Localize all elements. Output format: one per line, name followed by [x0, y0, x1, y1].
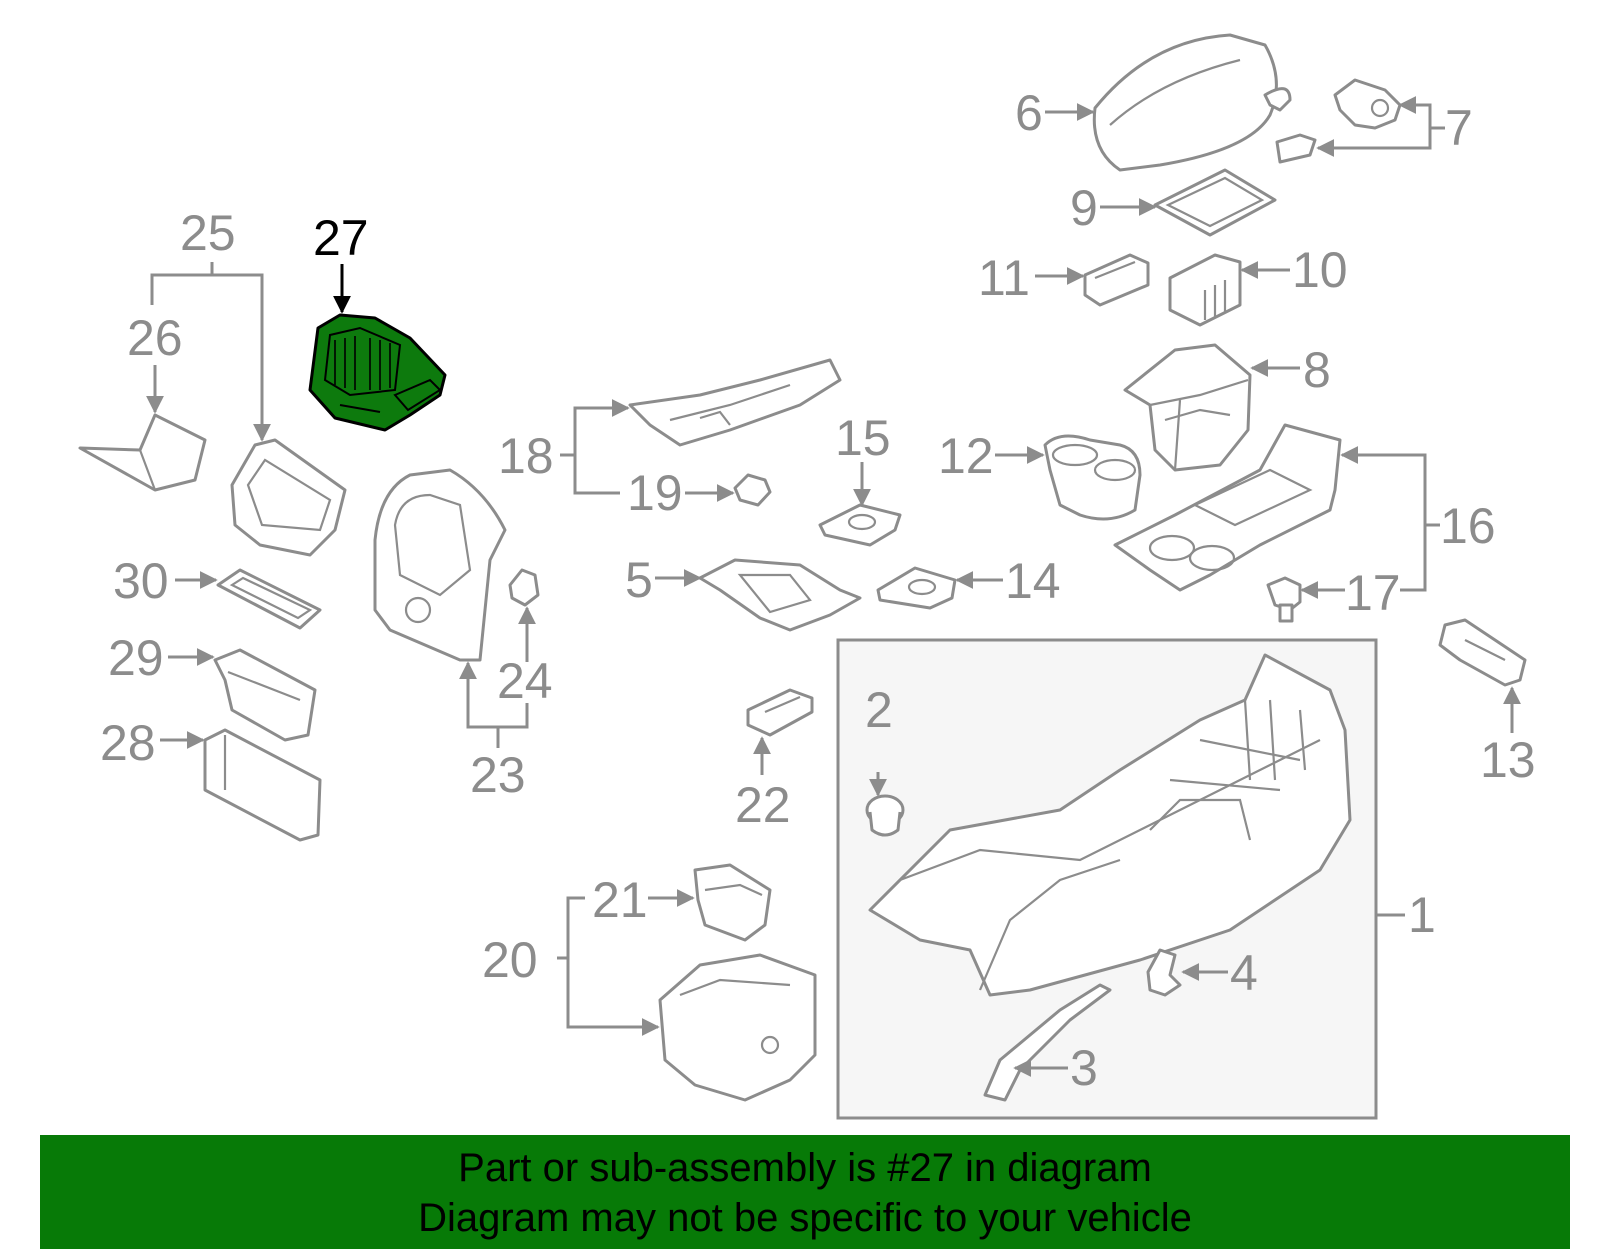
- callout-19: 19: [627, 465, 683, 521]
- leader-20a: [557, 896, 585, 960]
- part-5-bracket: [698, 558, 862, 632]
- callout-18: 18: [498, 428, 554, 484]
- leader-18a: [560, 399, 630, 457]
- part-6-armrest-lid: [1092, 33, 1292, 172]
- info-banner: Part or sub-assembly is #27 in diagram D…: [40, 1135, 1570, 1249]
- banner-line-1: Part or sub-assembly is #27 in diagram: [458, 1146, 1152, 1190]
- callout-14: 14: [1005, 553, 1061, 609]
- part-4-clip: [1146, 948, 1182, 997]
- callout-6: 6: [1015, 85, 1043, 141]
- part-19-clip: [733, 473, 772, 507]
- callout-24: 24: [497, 653, 553, 709]
- leader-18b: [573, 455, 620, 495]
- callout-10: 10: [1292, 242, 1348, 298]
- part-17-connector: [1266, 576, 1302, 623]
- callout-13: 13: [1480, 732, 1536, 788]
- part-10-usb-module: [1168, 253, 1242, 327]
- callout-12: 12: [938, 428, 994, 484]
- part-21-pocket: [693, 863, 772, 942]
- callout-8: 8: [1303, 342, 1331, 398]
- part-15-boot-plate: [818, 503, 902, 547]
- part-2-plug: [865, 794, 905, 837]
- part-27-highlighted[interactable]: [308, 313, 447, 432]
- leader-7b: [1316, 128, 1432, 157]
- callout-21: 21: [592, 872, 648, 928]
- callout-15: 15: [835, 410, 891, 466]
- callout-labels: 1 2 3 4 5 6 7 8 9 10 11 12 13 14 15 16 1…: [100, 85, 1536, 1096]
- callout-27: 27: [313, 210, 369, 266]
- callout-2: 2: [865, 682, 893, 738]
- part-9-mat: [1153, 168, 1277, 237]
- leader-16b: [1400, 525, 1427, 592]
- part-14-boot-plate: [876, 566, 957, 610]
- part-20-lower-bin: [658, 953, 817, 1102]
- callout-22: 22: [735, 777, 791, 833]
- part-11-insert: [1083, 253, 1150, 307]
- part-23-rear-panel: [373, 468, 507, 662]
- part-25-bezel: [230, 438, 347, 557]
- leader-16a: [1340, 446, 1440, 527]
- callout-9: 9: [1070, 180, 1098, 236]
- callout-26: 26: [127, 310, 183, 366]
- callout-25: 25: [180, 205, 236, 261]
- callout-5: 5: [625, 552, 653, 608]
- leader-20b: [566, 958, 660, 1036]
- callout-30: 30: [113, 553, 169, 609]
- banner-line-2: Diagram may not be specific to your vehi…: [418, 1196, 1192, 1240]
- part-7-latch: [1275, 78, 1402, 164]
- callout-11: 11: [978, 250, 1030, 306]
- part-8-storage-bin: [1123, 343, 1252, 472]
- callout-29: 29: [108, 630, 164, 686]
- part-16-top-panel: [1113, 423, 1342, 592]
- callout-20: 20: [482, 932, 538, 988]
- callout-23: 23: [470, 747, 526, 803]
- leader-25b: [212, 273, 271, 442]
- callout-16: 16: [1440, 498, 1496, 554]
- callout-17: 17: [1345, 565, 1401, 621]
- callout-28: 28: [100, 715, 156, 771]
- part-1-console-box: [836, 638, 1378, 1120]
- part-28-bin: [203, 728, 322, 842]
- leader-23a: [459, 661, 500, 748]
- leader-23b: [498, 703, 529, 729]
- leader-lines: [146, 96, 1521, 1077]
- part-26-tray: [78, 413, 207, 492]
- part-12-cup-holder: [1043, 434, 1142, 521]
- part-22-switch: [746, 688, 814, 737]
- callout-3: 3: [1070, 1040, 1098, 1096]
- part-13-bracket: [1438, 618, 1527, 687]
- part-29-bin: [213, 648, 317, 742]
- callout-1: 1: [1408, 887, 1436, 943]
- callout-7: 7: [1445, 100, 1473, 156]
- callout-4: 4: [1230, 945, 1258, 1001]
- part-18-trim-panel: [628, 358, 842, 447]
- part-24-clip: [508, 568, 540, 607]
- part-30-tray: [216, 568, 322, 630]
- leader-25a: [150, 262, 214, 305]
- leader-7a: [1398, 96, 1445, 130]
